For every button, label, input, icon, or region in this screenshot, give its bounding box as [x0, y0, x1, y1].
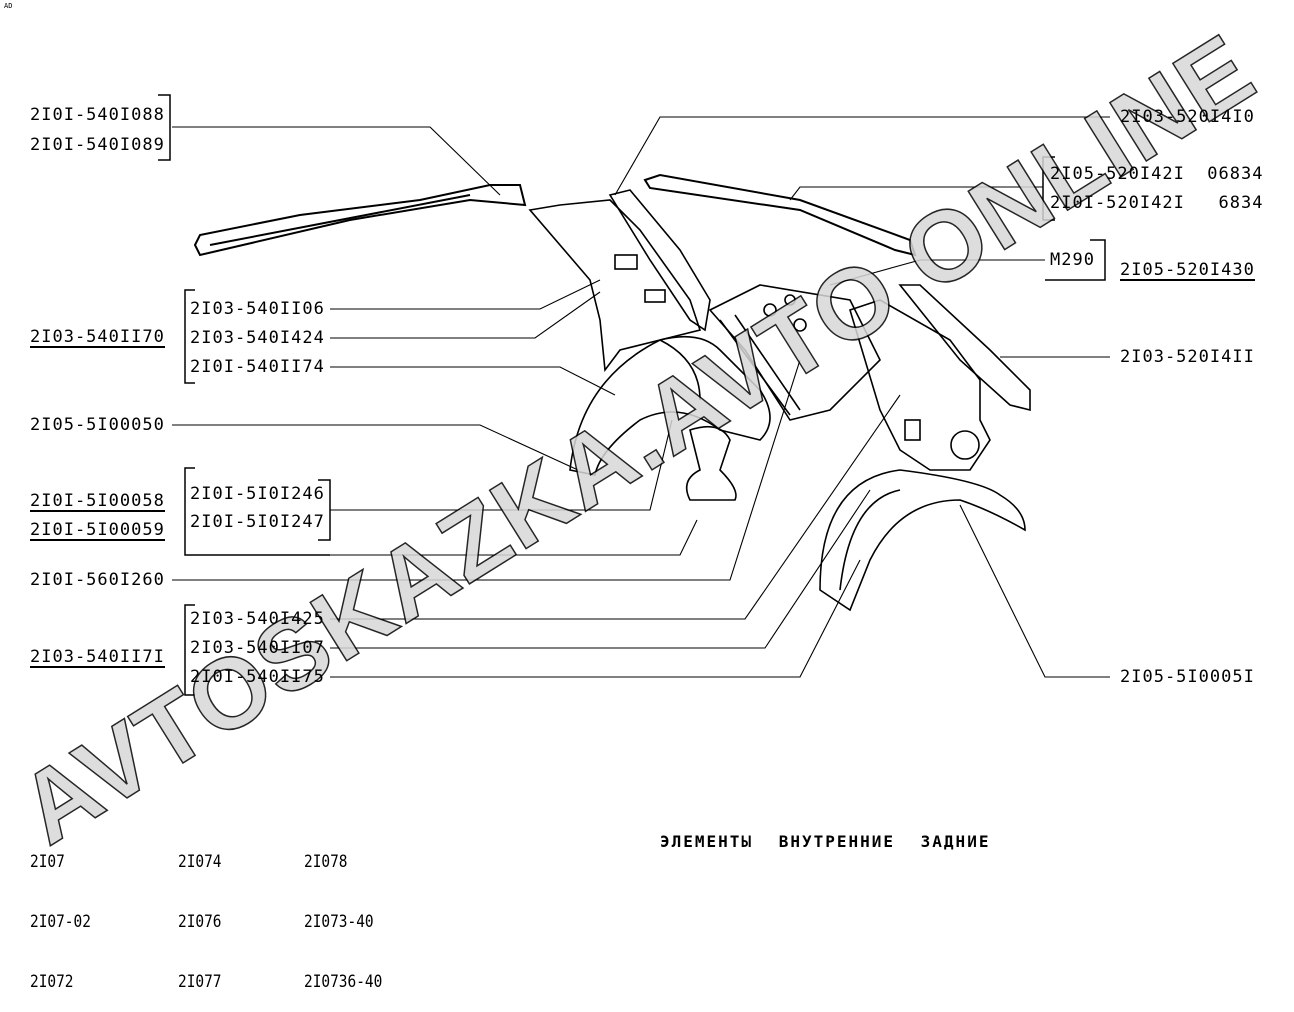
assembly-label: 2I03-540II7I	[30, 647, 165, 668]
part-label: 2I0I-540II75	[190, 667, 325, 687]
part-label: 2I03-540II07	[190, 638, 325, 658]
c-pillar-outer-left	[608, 189, 711, 332]
part-label: 2I03-520I4II	[1120, 347, 1255, 367]
corner-mark: AD	[4, 2, 13, 10]
model: 2I07	[30, 852, 65, 872]
models-col-2: 2I074 2I076 2I077	[178, 812, 222, 1012]
part-label: 2I0I-540I089	[30, 135, 165, 155]
model: 2I07-02	[30, 912, 91, 932]
assembly-label: 2I05-520I430	[1120, 260, 1255, 281]
rear-shelf-beam	[193, 184, 527, 257]
brackets	[158, 94, 1106, 696]
assembly-label: 2I03-540II70	[30, 327, 165, 348]
part-label: 2I05-5I0005I	[1120, 667, 1255, 687]
part-label: 2I0I-540I088	[30, 105, 165, 125]
parts-drawing	[158, 94, 1110, 696]
model: 2I0736-40	[304, 972, 383, 992]
assembly-label: 2I0I-5I00059	[30, 520, 165, 541]
part-label: 2I03-540II06	[190, 299, 325, 319]
model: 2I073-40	[304, 912, 374, 932]
part-label: 2I05-520I42I 06834	[1050, 164, 1264, 184]
wheel-arch-inner-left	[569, 335, 771, 476]
model: 2I078	[304, 852, 348, 872]
part-label: 2I03-540I424	[190, 328, 325, 348]
part-label: 2I0I-560I260	[30, 570, 165, 590]
part-label: 2I05-5I00050	[30, 415, 165, 435]
part-label: 2I0I-5I0I247	[190, 512, 325, 532]
model: 2I072	[30, 972, 74, 992]
c-pillar-outer-right	[898, 284, 1031, 412]
part-label: 2I03-540I425	[190, 609, 325, 629]
roof-rail	[643, 173, 917, 257]
model: 2I074	[178, 852, 222, 872]
c-pillar-inner-right	[849, 299, 991, 471]
model: 2I076	[178, 912, 222, 932]
rear-panel	[708, 284, 881, 421]
wheel-arch-outer-right	[819, 469, 1026, 612]
part-label: 2I03-520I4I0	[1120, 107, 1255, 127]
assembly-label: 2I0I-5I00058	[30, 491, 165, 512]
shock-mount	[685, 425, 737, 501]
part-label: 2I0I-5I0I246	[190, 484, 325, 504]
model: 2I077	[178, 972, 222, 992]
models-col-3: 2I078 2I073-40 2I0736-40	[304, 812, 382, 1012]
part-label: 2I0I-520I42I 6834	[1050, 193, 1264, 213]
diagram-title: ЭЛЕМЕНТЫ ВНУТРЕННИЕ ЗАДНИЕ	[660, 832, 991, 851]
material-label: M290	[1050, 250, 1095, 270]
part-label: 2I0I-540II74	[190, 357, 325, 377]
c-pillar-inner-left	[528, 199, 702, 373]
models-col-1: 2I07 2I07-02 2I072	[30, 812, 91, 1012]
leader-lines	[172, 116, 1110, 678]
